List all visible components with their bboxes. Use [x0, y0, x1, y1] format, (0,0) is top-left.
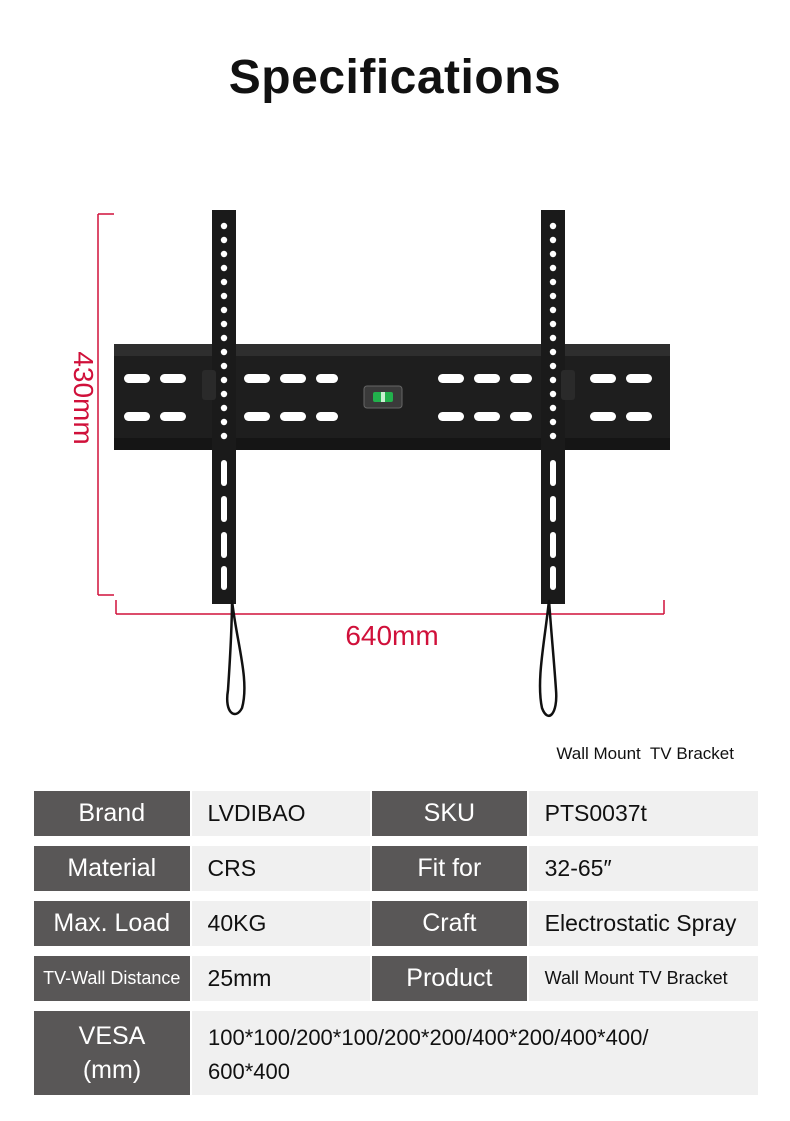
dimension-height-label: 430mm — [68, 351, 99, 444]
spec-row-tv-wall-distance: TV-Wall Distance 25mm Product Wall Mount… — [34, 956, 758, 1001]
spec-value: PTS0037t — [528, 791, 758, 836]
spec-value-vesa: 100*100/200*100/200*200/400*200/400*400/… — [192, 1011, 758, 1095]
spec-value: 32-65″ — [528, 846, 758, 891]
spec-label: Max. Load — [34, 901, 190, 946]
spec-table: Brand LVDIBAO SKU PTS0037t Material CRS … — [34, 791, 758, 1105]
spec-value: 40KG — [191, 901, 371, 946]
vesa-label-line1: VESA — [78, 1022, 146, 1050]
spec-row-vesa: VESA (mm) 100*100/200*100/200*200/400*20… — [34, 1011, 758, 1095]
spec-label: SKU — [372, 791, 527, 836]
page-title: Specifications — [228, 51, 562, 104]
vesa-label-line2: (mm) — [82, 1056, 142, 1084]
spec-label: Product — [372, 956, 527, 1001]
left-pull-cord — [225, 599, 246, 716]
spec-row-brand: Brand LVDIBAO SKU PTS0037t — [34, 791, 758, 836]
dimension-height-line — [97, 213, 114, 596]
spec-value: Electrostatic Spray — [528, 901, 758, 946]
spec-label: Craft — [372, 901, 527, 946]
spec-label: Fit for — [372, 846, 527, 891]
vesa-value-line1: 100*100/200*100/200*200/400*200/400*400/ — [208, 1025, 649, 1050]
vesa-value-line2: 600*400 — [208, 1059, 290, 1084]
spec-value: LVDIBAO — [191, 791, 371, 836]
product-caption: Wall Mount TV Bracket — [556, 744, 734, 763]
bubble-level — [363, 385, 403, 409]
spec-label: Brand — [34, 791, 190, 836]
product-figure: 430mm 640mm — [68, 210, 670, 717]
spec-value: 25mm — [191, 956, 371, 1001]
spec-row-material: Material CRS Fit for 32-65″ — [34, 846, 758, 891]
dimension-width-line — [115, 600, 665, 615]
spec-label: TV-Wall Distance — [34, 956, 190, 1001]
spec-value: CRS — [191, 846, 371, 891]
left-vertical-arm — [202, 210, 236, 604]
spec-label-vesa: VESA (mm) — [34, 1011, 190, 1095]
right-vertical-arm — [541, 210, 575, 604]
spec-label: Material — [34, 846, 190, 891]
dimension-width-label: 640mm — [345, 620, 438, 651]
spec-value: Wall Mount TV Bracket — [528, 956, 758, 1001]
right-pull-cord — [538, 599, 558, 717]
spec-row-max-load: Max. Load 40KG Craft Electrostatic Spray — [34, 901, 758, 946]
